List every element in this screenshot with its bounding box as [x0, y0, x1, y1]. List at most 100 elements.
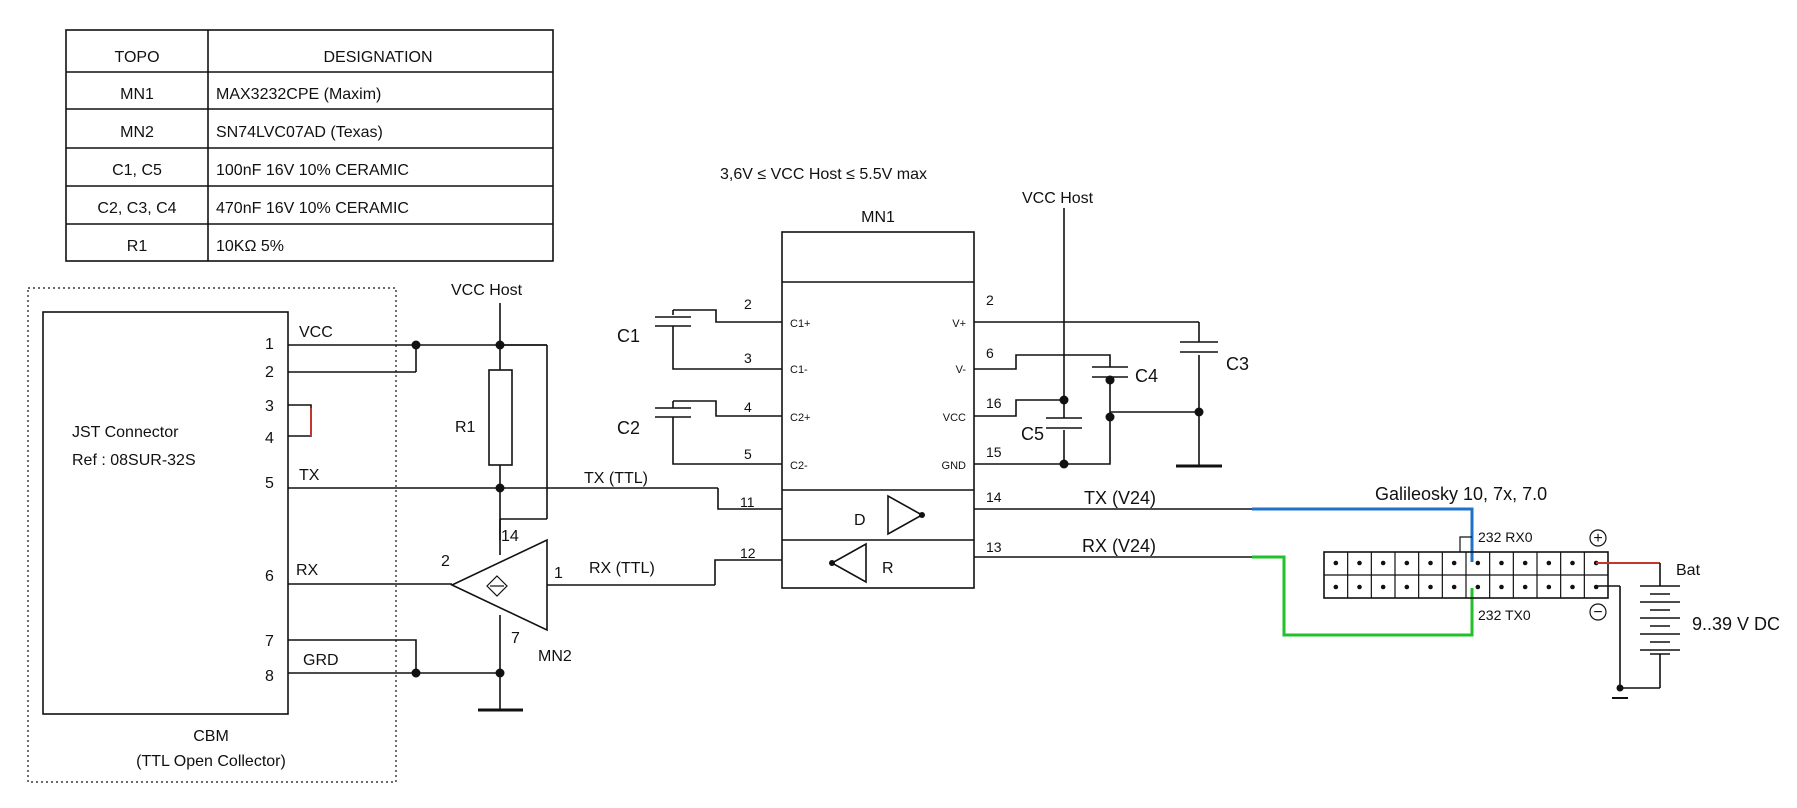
terminal-contact — [1428, 584, 1433, 590]
v24-wiring: TX (V24) RX (V24) — [974, 488, 1474, 637]
capacitor-c5: C5 — [1021, 417, 1082, 444]
mn1-pin: 3 — [744, 350, 752, 366]
pin-number: 2 — [265, 364, 274, 381]
cap-label: C3 — [1226, 354, 1249, 374]
junction-dot — [1059, 459, 1069, 469]
cap-label: C4 — [1135, 366, 1158, 386]
r1-label: R1 — [455, 419, 476, 436]
table-header-designation: DESIGNATION — [323, 49, 432, 66]
tx0-label: 232 TX0 — [1478, 607, 1531, 623]
mn1-pin-name: GND — [942, 460, 967, 472]
terminal-contact — [1475, 584, 1481, 590]
terminal-contact — [1357, 584, 1362, 590]
terminal-contact — [1357, 560, 1362, 566]
voltage-label: 9..39 V DC — [1692, 614, 1780, 634]
mn1-left-wiring — [673, 309, 782, 465]
mn1-pin-name: C1- — [790, 364, 808, 376]
supply-note: 3,6V ≤ VCC Host ≤ 5.5V max — [720, 166, 927, 183]
plus-icon — [1589, 529, 1607, 547]
table-cell-topo: C1, C5 — [112, 162, 162, 179]
mn1-pin: 4 — [744, 399, 752, 415]
terminal-contact — [1546, 560, 1552, 566]
signal-grd: GRD — [303, 652, 339, 669]
terminal-contact — [1380, 560, 1386, 566]
cap-label: C2 — [617, 418, 640, 438]
pin-number: 3 — [265, 398, 274, 415]
junction-dot — [411, 340, 421, 350]
signal-tx: TX — [299, 467, 320, 484]
cap-label: C5 — [1021, 424, 1044, 444]
capacitor-c4: C4 — [1092, 366, 1158, 386]
table-cell-designation: 100nF 16V 10% CERAMIC — [216, 162, 409, 179]
rx-v24-label: RX (V24) — [1082, 536, 1156, 556]
connector-ref: Ref : 08SUR-32S — [72, 452, 196, 469]
resistor-r1: R1 — [455, 369, 513, 540]
battery: Bat 9..39 V DC — [1596, 562, 1780, 699]
cbm-module: JST Connector Ref : 08SUR-32S CBM (TTL O… — [27, 287, 397, 783]
pin-number: 7 — [265, 633, 274, 650]
mn1-label: MN1 — [861, 209, 895, 226]
mn1-pin: 14 — [986, 489, 1002, 505]
capacitor-c3: C3 — [1180, 341, 1249, 374]
junction-dot — [1059, 395, 1069, 405]
mn1-pin-name: VCC — [943, 412, 966, 424]
mn1-pin: 16 — [986, 395, 1002, 411]
table-cell-designation: SN74LVC07AD (Texas) — [216, 124, 383, 141]
table-cell-designation: 10KΩ 5% — [216, 238, 284, 255]
signal-rx: RX — [296, 562, 319, 579]
buffer-mn2: 14 2 1 7 MN2 — [441, 519, 782, 710]
mn1-pin: 15 — [986, 444, 1002, 460]
mn1-pin-name: V- — [956, 364, 967, 376]
junction-dot — [1194, 407, 1204, 417]
galileo-title: Galileosky 10, 7x, 7.0 — [1375, 484, 1547, 504]
table-cell-designation: MAX3232CPE (Maxim) — [216, 86, 381, 103]
vcc-host-rail-left: VCC Host — [451, 282, 548, 520]
mn1-pin-name: C2- — [790, 460, 808, 472]
table-cell-topo: R1 — [127, 238, 148, 255]
terminal-contact — [1499, 584, 1504, 590]
rx-ttl-label: RX (TTL) — [589, 560, 655, 577]
terminal-contact — [1522, 560, 1528, 566]
junction-dot — [495, 483, 505, 493]
pin-number: 6 — [265, 568, 274, 585]
mn1-pin: 5 — [744, 446, 752, 462]
pin-number: 1 — [265, 336, 274, 353]
mn2-label: MN2 — [538, 648, 572, 665]
bat-label: Bat — [1676, 562, 1701, 579]
table-cell-topo: MN1 — [120, 86, 154, 103]
mn1-pin: 6 — [986, 345, 994, 361]
table-cell-topo: MN2 — [120, 124, 154, 141]
connector-name: JST Connector — [72, 424, 179, 441]
mn2-pin-1: 1 — [554, 565, 563, 582]
tx-v24-label: TX (V24) — [1084, 488, 1156, 508]
cap-label: C1 — [617, 326, 640, 346]
mn2-pin-7: 7 — [511, 630, 520, 647]
terminal-contact — [1451, 584, 1457, 590]
table-header-topo: TOPO — [114, 49, 159, 66]
minus-sign: − — [1593, 604, 1602, 621]
pin-number: 5 — [265, 475, 274, 492]
terminal-contact — [1333, 560, 1339, 566]
mn1-pin: 13 — [986, 539, 1002, 555]
mn1-pin: 12 — [740, 545, 756, 561]
plus-sign: + — [1593, 530, 1602, 547]
mn1-pin: 11 — [740, 494, 755, 510]
junction-dot — [1105, 375, 1115, 385]
mn2-pin-14: 14 — [501, 528, 519, 545]
table-cell-topo: C2, C3, C4 — [97, 200, 176, 217]
pin-number: 8 — [265, 668, 274, 685]
terminal-contact — [1333, 584, 1339, 590]
receiver-label: R — [882, 560, 894, 577]
terminal-contact — [1404, 560, 1410, 566]
mn1-right-wiring: VCC Host — [974, 190, 1200, 466]
capacitor-c1: C1 — [617, 310, 691, 370]
ic-mn1: MN1 C1+ C1- C2+ C2- V+ V- VCC GND 2 3 4 … — [740, 209, 1002, 589]
vcc-host-label: VCC Host — [1022, 190, 1094, 207]
mn1-pin-name: C1+ — [790, 318, 811, 330]
cbm-title: CBM — [193, 728, 229, 745]
vcc-host-label: VCC Host — [451, 282, 523, 299]
table-cell-designation: 470nF 16V 10% CERAMIC — [216, 200, 409, 217]
junction-dot — [495, 668, 505, 678]
terminal-contact — [1546, 584, 1552, 590]
